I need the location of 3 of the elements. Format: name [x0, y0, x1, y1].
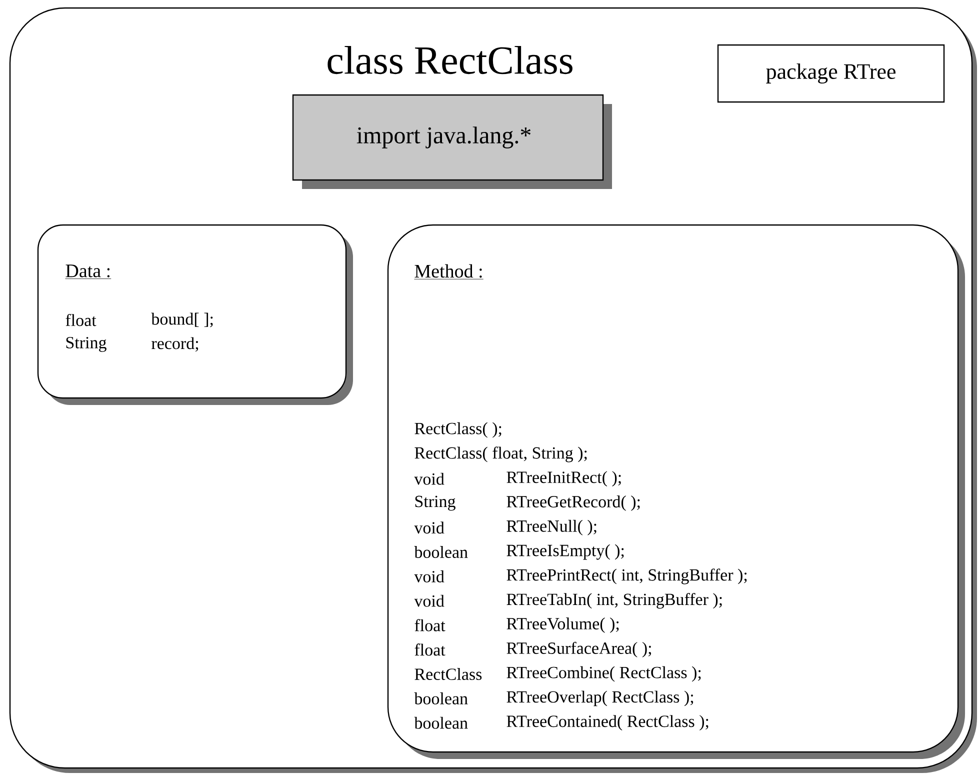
import-statement: import java.lang.*	[356, 126, 531, 148]
package-label: package RTree	[766, 64, 896, 84]
class-title: class RectClass	[328, 46, 572, 74]
